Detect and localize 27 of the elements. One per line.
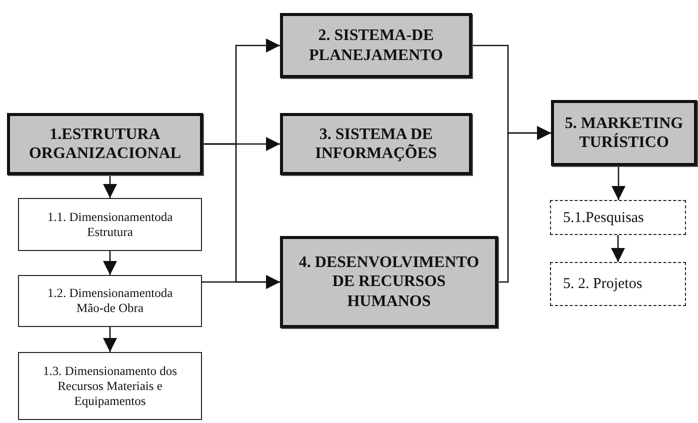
subsection-box bbox=[18, 198, 202, 251]
arrow bbox=[103, 175, 117, 198]
section-box bbox=[280, 113, 472, 175]
arrow bbox=[103, 327, 117, 352]
box-label: 5. MARKETING TURÍSTICO bbox=[564, 114, 684, 152]
box-label: 1.2. Dimensionamentoda Mão-de Obra bbox=[46, 286, 174, 316]
arrow bbox=[612, 166, 626, 200]
subsection-box bbox=[18, 352, 202, 420]
arrow bbox=[611, 235, 625, 262]
subsection-box bbox=[550, 262, 686, 306]
section-box bbox=[280, 13, 472, 78]
section-box bbox=[551, 100, 697, 166]
box-label: 1.3. Dimensionamento dos Recursos Materiais e Equipamentos bbox=[42, 364, 178, 408]
box-label: 4. DESENVOLVIMENTO DE RECURSOS HUMANOS bbox=[298, 253, 480, 311]
box-label: 5. 2. Projetos bbox=[563, 275, 642, 293]
arrow bbox=[202, 275, 280, 289]
box-label: 1.1. Dimensionamentoda Estrutura bbox=[46, 210, 174, 240]
arrow bbox=[103, 251, 117, 275]
arrow bbox=[498, 126, 551, 283]
section-box bbox=[280, 236, 498, 328]
box-label: 5.1.Pesquisas bbox=[563, 208, 644, 226]
box-label: 3. SISTEMA DE INFORMAÇÕES bbox=[314, 124, 438, 164]
box-label: 2. SISTEMA-DE PLANEJAMENTO bbox=[308, 26, 444, 65]
section-box bbox=[7, 113, 203, 175]
box-label: 1.ESTRUTURA ORGANIZACIONAL bbox=[28, 124, 182, 164]
subsection-box bbox=[18, 275, 202, 327]
subsection-box bbox=[550, 200, 686, 235]
